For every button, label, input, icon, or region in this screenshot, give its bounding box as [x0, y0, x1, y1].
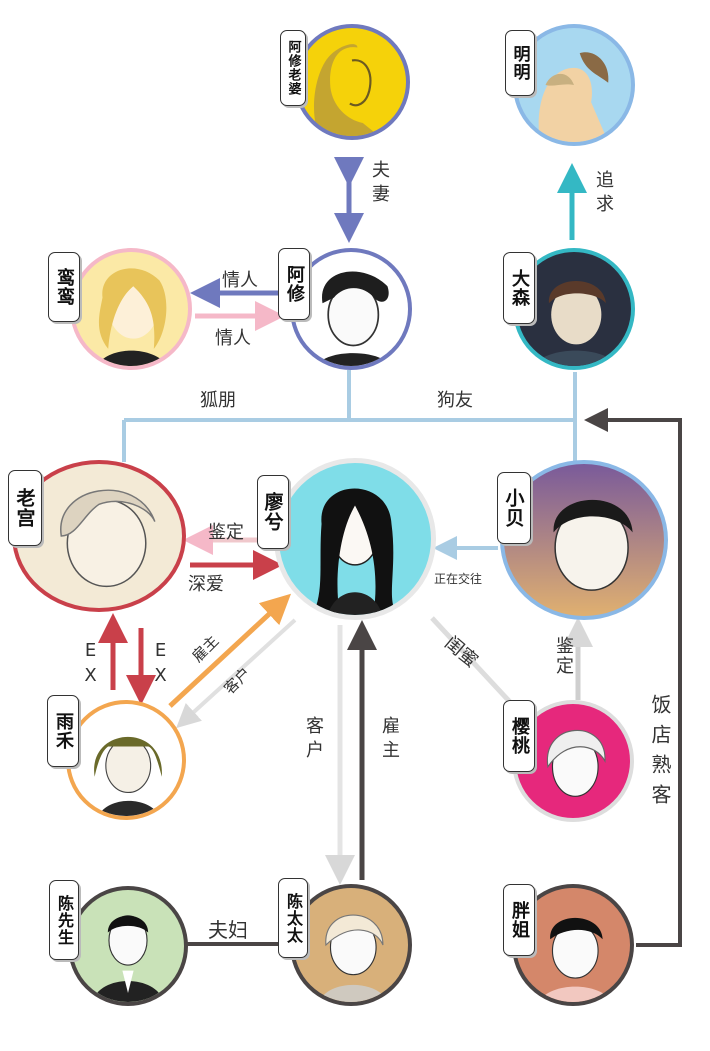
label-fufu: 夫妇 — [208, 918, 248, 942]
portrait-luanluan — [70, 248, 192, 370]
label-shenai: 深爱 — [188, 574, 224, 595]
name-tag-mrs-chen: 陈太太 — [278, 878, 308, 958]
name-tag-dasen: 大森 — [503, 252, 535, 324]
name-tag-xiaobei: 小贝 — [497, 472, 531, 544]
name-tag-mr-chen: 陈先生 — [49, 880, 79, 960]
label-qingren-left: 情人 — [222, 270, 258, 291]
link-guzhu-yuhe — [168, 593, 291, 708]
label-fuqi: 夫妻 — [369, 160, 390, 208]
name-tag-liaoxi: 廖兮 — [257, 475, 289, 549]
name-tag-pangjie: 胖姐 — [503, 884, 535, 956]
label-qingren-right: 情人 — [215, 328, 251, 349]
label-fandian: 饭店熟客 — [648, 694, 672, 814]
portrait-mrs-chen — [290, 884, 412, 1006]
portrait-yuhe — [66, 700, 186, 820]
label-gouyou: 狗友 — [437, 390, 473, 411]
label-jiaowang: 正在交往 — [434, 572, 483, 586]
portrait-liaoxi — [274, 458, 436, 620]
link-fandian — [584, 408, 682, 947]
label-jianding-gong: 鉴定 — [208, 522, 244, 543]
label-guzhu-chen: 雇主 — [379, 716, 400, 764]
name-tag-laogong: 老宫 — [8, 470, 42, 546]
label-ex-down: EX — [150, 640, 171, 690]
label-zhuiqiu: 追求 — [593, 170, 614, 218]
name-tag-axiu: 阿修 — [278, 248, 310, 320]
label-kehu-chen: 客户 — [303, 716, 324, 764]
name-tag-yuhe: 雨禾 — [47, 695, 79, 767]
portrait-axiu-wife — [294, 24, 410, 140]
name-tag-mingming: 明明 — [505, 30, 535, 96]
name-tag-yingtao: 樱桃 — [503, 700, 535, 772]
label-hupeng: 狐朋 — [200, 390, 236, 411]
name-tag-luanluan: 鸾鸾 — [48, 252, 80, 322]
label-jianding-bei: 鉴定 — [553, 636, 574, 676]
link-kehu-yuhe — [176, 618, 297, 729]
portrait-mr-chen — [68, 886, 188, 1006]
label-ex-up: EX — [80, 640, 101, 690]
portrait-axiu — [290, 248, 412, 370]
name-tag-axiu-wife: 阿修老婆 — [280, 30, 306, 106]
link-guimi — [430, 616, 512, 704]
